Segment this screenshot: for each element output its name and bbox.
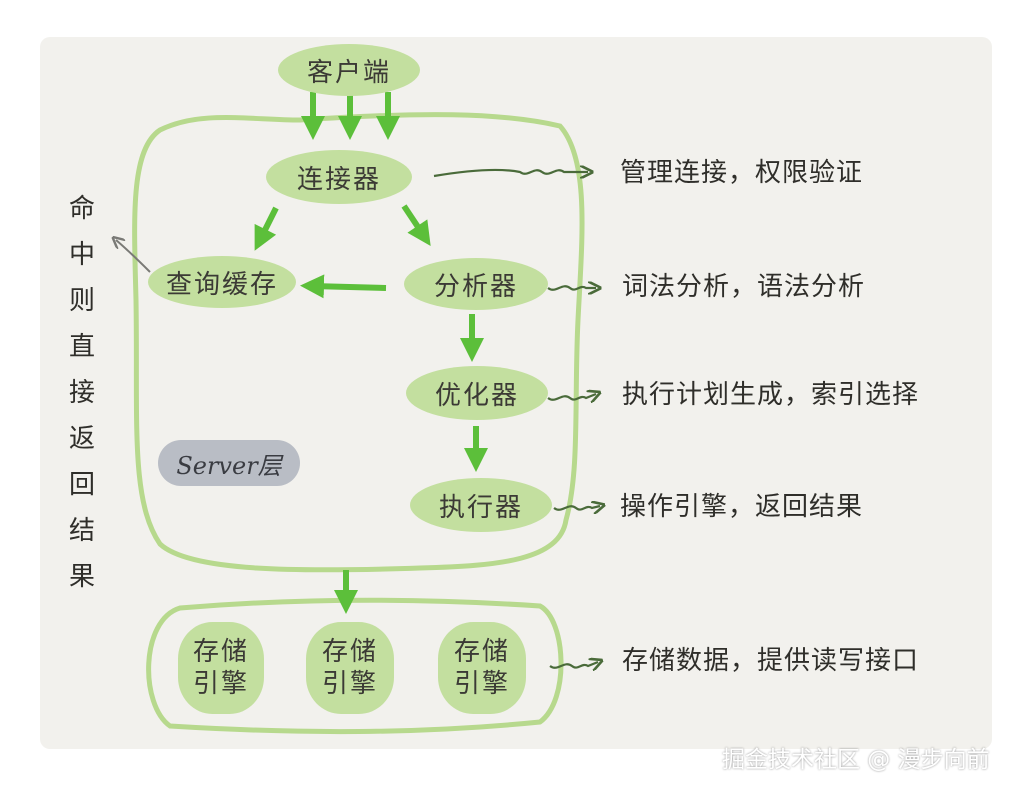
optimizer-node: 优化器	[406, 366, 548, 420]
arrow-connector-analyzer	[401, 204, 431, 246]
analyzer-node: 分析器	[404, 258, 548, 310]
query-cache-node: 查询缓存	[148, 256, 296, 308]
storage-engine-2-line1: 存储	[321, 636, 378, 667]
storage-engine-2: 存储 引擎	[306, 622, 394, 714]
storage-engine-3: 存储 引擎	[438, 622, 526, 714]
storage-engine-2-line2: 引擎	[321, 669, 378, 699]
arrow-note-optimizer	[547, 394, 596, 400]
note-executor: 操作引擎，返回结果	[620, 492, 864, 522]
storage-engine-1: 存储 引擎	[178, 622, 264, 714]
cache-hit-note-line: 直接	[68, 332, 95, 408]
note-storage: 存储数据，提供读写接口	[622, 646, 920, 676]
note-connector: 管理连接，权限验证	[620, 158, 864, 188]
connector-node: 连接器	[266, 150, 412, 204]
cache-hit-note-line: 返回	[68, 424, 95, 500]
storage-engine-3-line2: 引擎	[453, 669, 510, 699]
cache-hit-note-line: 结果	[68, 516, 95, 592]
arrow-analyzer-cache	[300, 274, 387, 299]
arrow-note-connector	[433, 170, 588, 176]
executor-node: 执行器	[410, 478, 552, 532]
storage-engine-1-line2: 引擎	[192, 669, 249, 699]
watermark: 掘金技术社区 @ 漫步向前	[722, 747, 990, 773]
client-node: 客户端	[278, 44, 420, 96]
arrow-note-executor	[553, 506, 600, 510]
cache-hit-note-line: 命中	[68, 194, 95, 270]
note-optimizer: 执行计划生成，索引选择	[622, 380, 920, 410]
arrow-cache-return	[116, 240, 151, 273]
storage-outline	[146, 597, 564, 735]
arrow-note-storage	[549, 662, 598, 668]
storage-engine-1-line1: 存储	[192, 636, 249, 667]
storage-engine-3-line1: 存储	[453, 636, 510, 667]
arrow-note-analyzer	[547, 286, 596, 289]
server-outline	[132, 112, 585, 573]
note-analyzer: 词法分析，语法分析	[622, 272, 866, 302]
cache-hit-note-line: 则	[68, 286, 95, 316]
cache-hit-note: 命中 则 直接 返回 结果	[62, 186, 102, 600]
arrow-connector-cache	[254, 206, 279, 251]
server-layer-label: Server层	[158, 440, 300, 486]
